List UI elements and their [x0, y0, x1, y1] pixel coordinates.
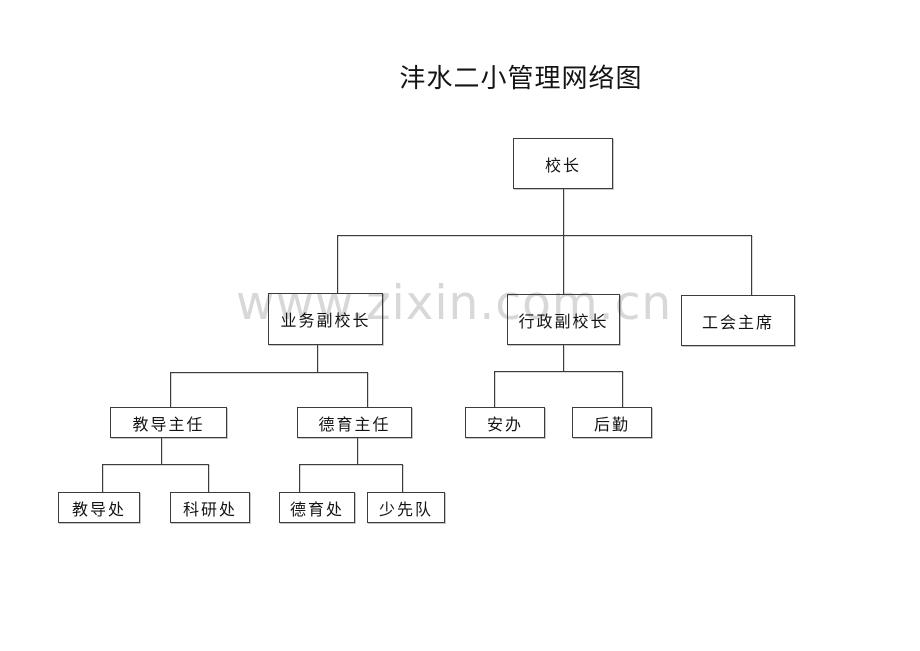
- connector-line: [102, 464, 103, 492]
- org-node-label: 科研处: [182, 499, 237, 519]
- connector-line: [161, 438, 162, 464]
- org-node-label: 安办: [486, 414, 523, 434]
- connector-line: [622, 371, 623, 407]
- org-node-label: 校长: [544, 155, 581, 175]
- org-node-young-pioneers: 少先队: [367, 492, 445, 523]
- connector-line: [170, 372, 171, 407]
- org-node-vp-business: 业务副校长: [268, 293, 383, 345]
- org-node-label: 德育主任: [318, 414, 391, 434]
- org-node-union-chair: 工会主席: [681, 295, 795, 346]
- connector-line: [563, 189, 564, 235]
- connector-line: [494, 371, 495, 407]
- connector-line: [563, 235, 564, 294]
- org-node-security-office: 安办: [465, 407, 545, 438]
- connector-line: [367, 372, 368, 407]
- org-node-dean-moral: 德育主任: [297, 407, 412, 438]
- connector-line: [402, 464, 403, 492]
- connector-line: [208, 464, 209, 492]
- connector-line: [751, 235, 752, 295]
- org-node-vp-admin: 行政副校长: [507, 294, 620, 345]
- org-node-label: 少先队: [378, 499, 433, 519]
- connector-line: [337, 235, 338, 293]
- org-node-label: 教导主任: [132, 414, 205, 434]
- org-node-teaching-office: 教导处: [58, 492, 140, 523]
- org-node-label: 教导处: [71, 499, 126, 519]
- org-node-principal: 校长: [513, 138, 613, 189]
- diagram-title: 沣水二小管理网络图: [399, 64, 643, 94]
- connector-line: [337, 235, 752, 236]
- connector-line: [170, 372, 368, 373]
- connector-line: [317, 345, 318, 372]
- org-node-label: 业务副校长: [280, 311, 371, 330]
- org-node-research-office: 科研处: [170, 492, 250, 523]
- org-node-dean-teaching: 教导主任: [110, 407, 227, 438]
- org-node-label: 行政副校长: [518, 311, 609, 331]
- connector-line: [299, 464, 403, 465]
- connector-line: [357, 438, 358, 464]
- org-node-label: 工会主席: [701, 312, 774, 332]
- connector-line: [563, 345, 564, 371]
- org-node-logistics: 后勤: [572, 407, 652, 438]
- org-node-moral-office: 德育处: [279, 492, 355, 523]
- connector-line: [494, 371, 623, 372]
- connector-line: [299, 464, 300, 492]
- org-node-label: 后勤: [593, 414, 630, 434]
- org-node-label: 德育处: [289, 499, 344, 519]
- watermark-text: www.zixin.com.cn: [236, 276, 673, 331]
- connector-line: [102, 464, 209, 465]
